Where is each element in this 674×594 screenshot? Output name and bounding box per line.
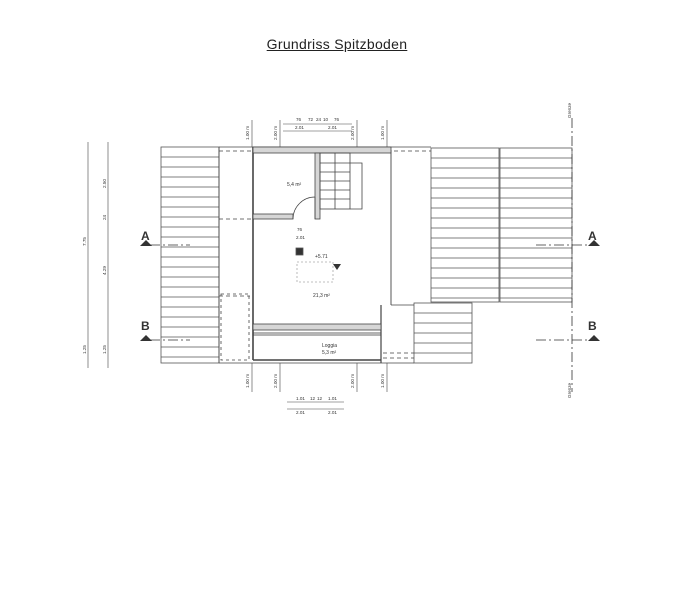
level-marker-triangle: [333, 264, 341, 270]
dim-label: 2.50: [102, 179, 107, 188]
roof-hatch-left: [160, 146, 220, 364]
dim-label: 2.00 m: [350, 126, 355, 140]
dim-label: 2.01: [328, 410, 337, 415]
bottom-vertical-dimensions: 1.00 m 2.00 m 2.00 m 1.00 m: [245, 374, 385, 388]
roof-hatch-right: [413, 147, 573, 364]
dim-label: 4.29: [102, 266, 107, 275]
dim-label: 1.00 m: [245, 374, 250, 388]
dim-label: 24: [102, 214, 107, 220]
dim-label: 1.00 m: [245, 126, 250, 140]
plan-title: Grundriss Spitzboden: [266, 36, 408, 52]
dim-label: 2.01: [295, 125, 304, 130]
section-b-left-marker: [140, 335, 152, 341]
loggia-area: 5,3 m²: [322, 350, 337, 356]
dim-label: 76: [297, 227, 303, 232]
level-marker-square: [295, 247, 304, 256]
top-dimensions: 76 72 24 10 76 2.01 2.01: [295, 117, 340, 130]
dim-label: 2.01: [328, 125, 337, 130]
dim-label: 1.00 m: [380, 126, 385, 140]
boundary-label-top: Grenze: [567, 102, 572, 118]
dim-label: 2.01: [296, 410, 305, 415]
left-dimensions: 7.75 1.25 2.50 24 4.29 1.25: [82, 179, 107, 354]
boundary-label-bottom: Grenze: [567, 382, 572, 398]
section-a-left-label: A: [141, 229, 150, 243]
dim-label: 7.75: [82, 237, 87, 246]
dim-label: 10: [323, 117, 329, 122]
dim-label: 2.00 m: [350, 374, 355, 388]
attic-outline: [218, 146, 431, 364]
section-lines: [150, 244, 590, 341]
door-dimensions: 76 2.01: [296, 227, 305, 240]
dim-label: 72: [308, 117, 314, 122]
section-a-right-marker: [588, 240, 600, 246]
section-b-left-label: B: [141, 319, 150, 333]
dim-label: 12: [310, 396, 316, 401]
dim-label: 2.00 m: [273, 374, 278, 388]
dim-label: 24: [316, 117, 322, 122]
dim-label: 1.25: [102, 345, 107, 354]
top-vertical-dimensions: 1.00 m 2.00 m 2.00 m 1.00 m: [245, 126, 385, 140]
dim-label: 76: [334, 117, 340, 122]
dim-label: 76: [296, 117, 302, 122]
section-b-right-marker: [588, 335, 600, 341]
dim-label: 1.01: [328, 396, 337, 401]
dimension-lines: [87, 120, 388, 410]
dim-label: 1.01: [296, 396, 305, 401]
section-a-right-label: A: [588, 229, 597, 243]
dim-label: 1.00 m: [380, 374, 385, 388]
dim-label: 2.01: [296, 235, 305, 240]
dim-label: 12: [317, 396, 323, 401]
level-mark: +5.71: [315, 254, 328, 260]
dim-label: 2.00 m: [273, 126, 278, 140]
section-a-left-marker: [140, 240, 152, 246]
dim-label: 1.25: [82, 345, 87, 354]
room-area-upper-left: 5,4 m²: [287, 182, 302, 188]
room-area-main: 21,3 m²: [313, 293, 330, 299]
section-b-right-label: B: [588, 319, 597, 333]
loggia-label: Loggia: [322, 343, 337, 349]
bottom-dimensions: 1.01 12 12 1.01 2.01 2.01: [296, 396, 337, 415]
